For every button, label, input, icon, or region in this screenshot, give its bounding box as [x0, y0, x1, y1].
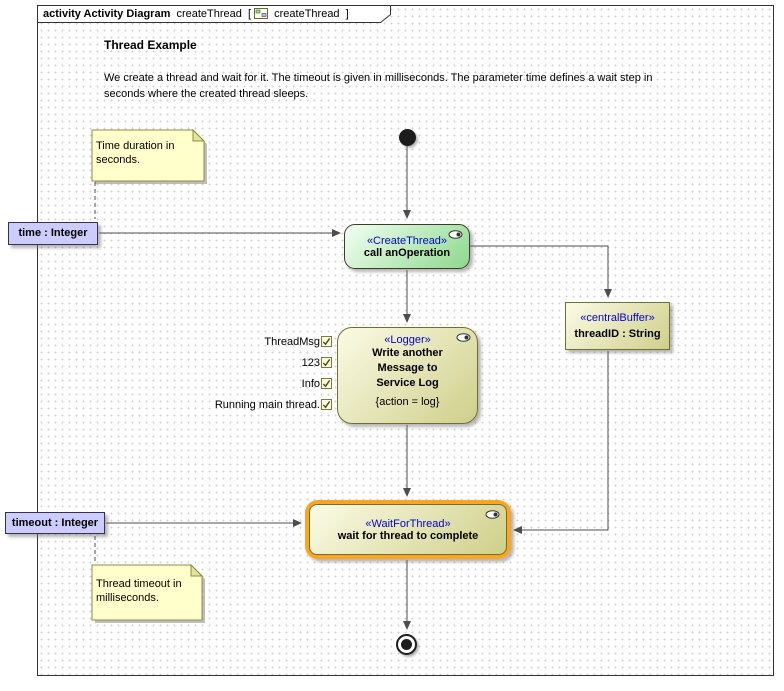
- centralbuffer-stereotype: «centralBuffer»: [580, 312, 655, 324]
- pin-label-info: Info: [301, 378, 320, 390]
- waitforthread-highlight: «WaitForThread» wait for thread to compl…: [305, 500, 511, 559]
- activity-final-inner-dot: [401, 639, 412, 650]
- diagram-kind-label: activity Activity Diagram: [43, 8, 171, 20]
- pin-threadmsg[interactable]: [321, 336, 332, 347]
- centralbuffer-name: threadID : String: [574, 328, 661, 340]
- diagram-context-name: createThread: [176, 8, 242, 20]
- tab-open-bracket: [: [247, 8, 251, 20]
- pin-label-threadmsg: ThreadMsg: [264, 336, 320, 348]
- action-createthread[interactable]: «CreateThread» call anOperation: [344, 224, 470, 269]
- action-logger[interactable]: «Logger» Write another Message to Servic…: [337, 327, 478, 424]
- logger-local-postcondition: {action = log}: [375, 396, 440, 408]
- pin-label-123: 123: [301, 357, 320, 369]
- pin-running-main-thread[interactable]: [321, 399, 332, 410]
- createthread-stereotype: «CreateThread»: [366, 234, 448, 247]
- logger-name-line2: Message to: [377, 362, 438, 374]
- stereotype-icon: [448, 230, 463, 242]
- logger-name-line1: Write another: [372, 347, 443, 359]
- note-thread-timeout-text: Thread timeout in milliseconds.: [96, 578, 182, 604]
- action-waitforthread[interactable]: «WaitForThread» wait for thread to compl…: [309, 504, 507, 555]
- activity-parameter-timeout[interactable]: timeout : Integer: [5, 512, 105, 534]
- createthread-name: call anOperation: [363, 246, 451, 259]
- diagram-icon: [254, 8, 269, 23]
- pin-123[interactable]: [321, 357, 332, 368]
- diagram-description: We create a thread and wait for it. The …: [104, 72, 653, 100]
- stereotype-icon: [456, 333, 471, 345]
- frame-tab-label: activity Activity Diagram createThread […: [43, 7, 349, 21]
- logger-stereotype: «Logger»: [384, 334, 431, 346]
- logger-name-line3: Service Log: [376, 377, 439, 389]
- tab-diagram-name: createThread: [274, 8, 340, 20]
- note-time-duration-text: Time duration in seconds.: [96, 140, 175, 166]
- initial-node[interactable]: [399, 129, 416, 146]
- waitforthread-stereotype: «WaitForThread»: [365, 517, 451, 530]
- pin-info[interactable]: [321, 378, 332, 389]
- diagram-title: Thread Example: [104, 38, 197, 52]
- waitforthread-name: wait for thread to complete: [337, 529, 479, 542]
- tab-close-bracket: ]: [345, 8, 349, 20]
- central-buffer-node[interactable]: «centralBuffer» threadID : String: [565, 302, 670, 350]
- pin-label-running-main-thread: Running main thread.: [214, 399, 320, 411]
- activity-final-node[interactable]: [396, 634, 417, 655]
- activity-parameter-time[interactable]: time : Integer: [8, 222, 98, 245]
- stereotype-icon: [485, 510, 500, 522]
